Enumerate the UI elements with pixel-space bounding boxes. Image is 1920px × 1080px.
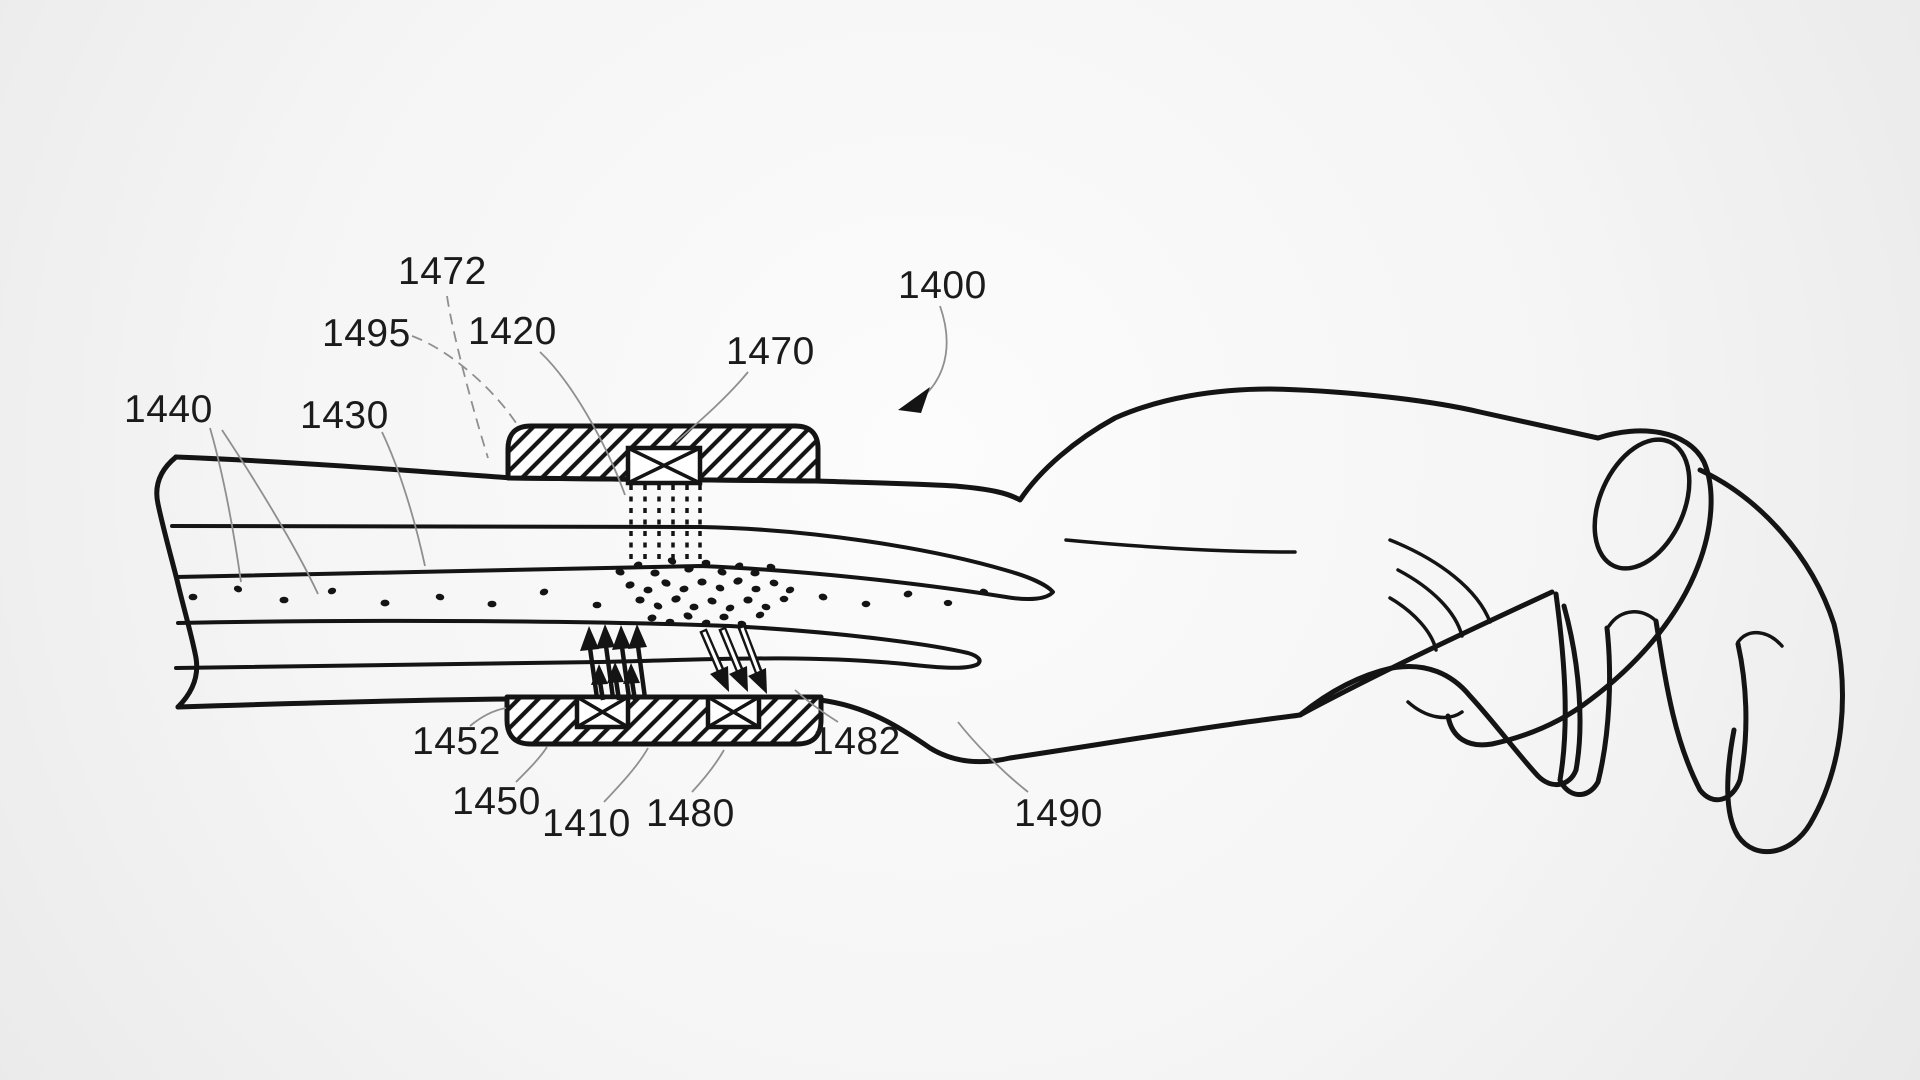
- palm-finger-edge: [1297, 589, 1555, 718]
- ref-label-1410: 1410: [542, 802, 631, 845]
- leader-1452: [469, 707, 507, 727]
- leader-1480: [691, 749, 725, 793]
- band-bottom-body: [504, 694, 824, 747]
- ref-label-1482: 1482: [812, 720, 901, 763]
- thumb-inner-edge: [1445, 563, 1701, 748]
- leader-1440-a: [209, 427, 242, 583]
- reference-numerals: 1472 1495 1420 1470 1400 1440 1430 1452 …: [124, 250, 1103, 845]
- ref-label-1480: 1480: [646, 792, 735, 835]
- bottom-detector-hatch-x: [707, 695, 760, 729]
- emitted-light-beams: [629, 485, 702, 568]
- leader-1430: [381, 431, 426, 567]
- downward-light-arrows: [699, 624, 767, 694]
- emitter-hatch-x: [627, 446, 701, 485]
- ref-label-1430: 1430: [300, 394, 389, 437]
- leader-1490: [957, 721, 1029, 793]
- index-knuckle-crease: [1406, 700, 1464, 720]
- leader-1400-arrowhead: [898, 387, 930, 413]
- band-bottom-portion: [504, 694, 824, 747]
- leader-1472: [446, 295, 489, 459]
- arm-bottom-outline: [175, 696, 511, 710]
- forearm-cross-section: [154, 454, 1303, 765]
- light-scatter-cluster: [615, 557, 795, 628]
- leader-1495: [411, 335, 519, 427]
- ref-label-1470: 1470: [726, 330, 815, 373]
- ref-label-1452: 1452: [412, 720, 501, 763]
- wrist-bottom-skin-curve: [817, 697, 1303, 765]
- ref-label-1440: 1440: [124, 388, 213, 431]
- leader-1470: [675, 371, 749, 443]
- index-finger: [1297, 603, 1583, 787]
- thumb-outer-edge: [1595, 428, 1714, 569]
- upward-light-arrows: [580, 624, 648, 701]
- leader-1400: [925, 305, 948, 395]
- hand-outline: [952, 386, 1845, 855]
- knuckle-arc-middle-ring: [1607, 610, 1658, 628]
- far-finger-silhouette: [1697, 467, 1845, 855]
- ref-label-1400: 1400: [898, 264, 987, 307]
- thumb-base-wrinkles: [1388, 538, 1492, 652]
- band-top-portion: [505, 423, 821, 568]
- bottom-emitter-hatch-x: [576, 695, 629, 729]
- leader-1440-b: [221, 429, 319, 595]
- ref-label-1472: 1472: [398, 250, 487, 293]
- middle-finger: [1553, 591, 1613, 797]
- ref-label-1450: 1450: [452, 780, 541, 823]
- vessel-bottom-wedge: [174, 618, 982, 670]
- knuckle-arc-ring-far: [1736, 631, 1784, 648]
- ref-label-1420: 1420: [468, 310, 557, 353]
- leader-1482: [794, 689, 839, 723]
- ref-label-1490: 1490: [1014, 792, 1103, 835]
- thumb-nail: [1592, 437, 1692, 571]
- blood-cell-dots: [188, 557, 989, 628]
- arm-top-outline: [173, 454, 958, 489]
- hand-dorsal-outline: [952, 386, 1601, 503]
- leader-1420: [539, 351, 626, 496]
- leader-lines: [209, 295, 1029, 803]
- leader-1410: [603, 747, 649, 803]
- arm-cut-edge: [154, 454, 200, 710]
- ref-label-1495: 1495: [322, 312, 411, 355]
- ring-finger: [1653, 618, 1749, 803]
- wrist-tendon-line: [1064, 538, 1297, 554]
- tissue-layer-wedge: [170, 524, 1055, 602]
- leader-1450: [515, 746, 548, 783]
